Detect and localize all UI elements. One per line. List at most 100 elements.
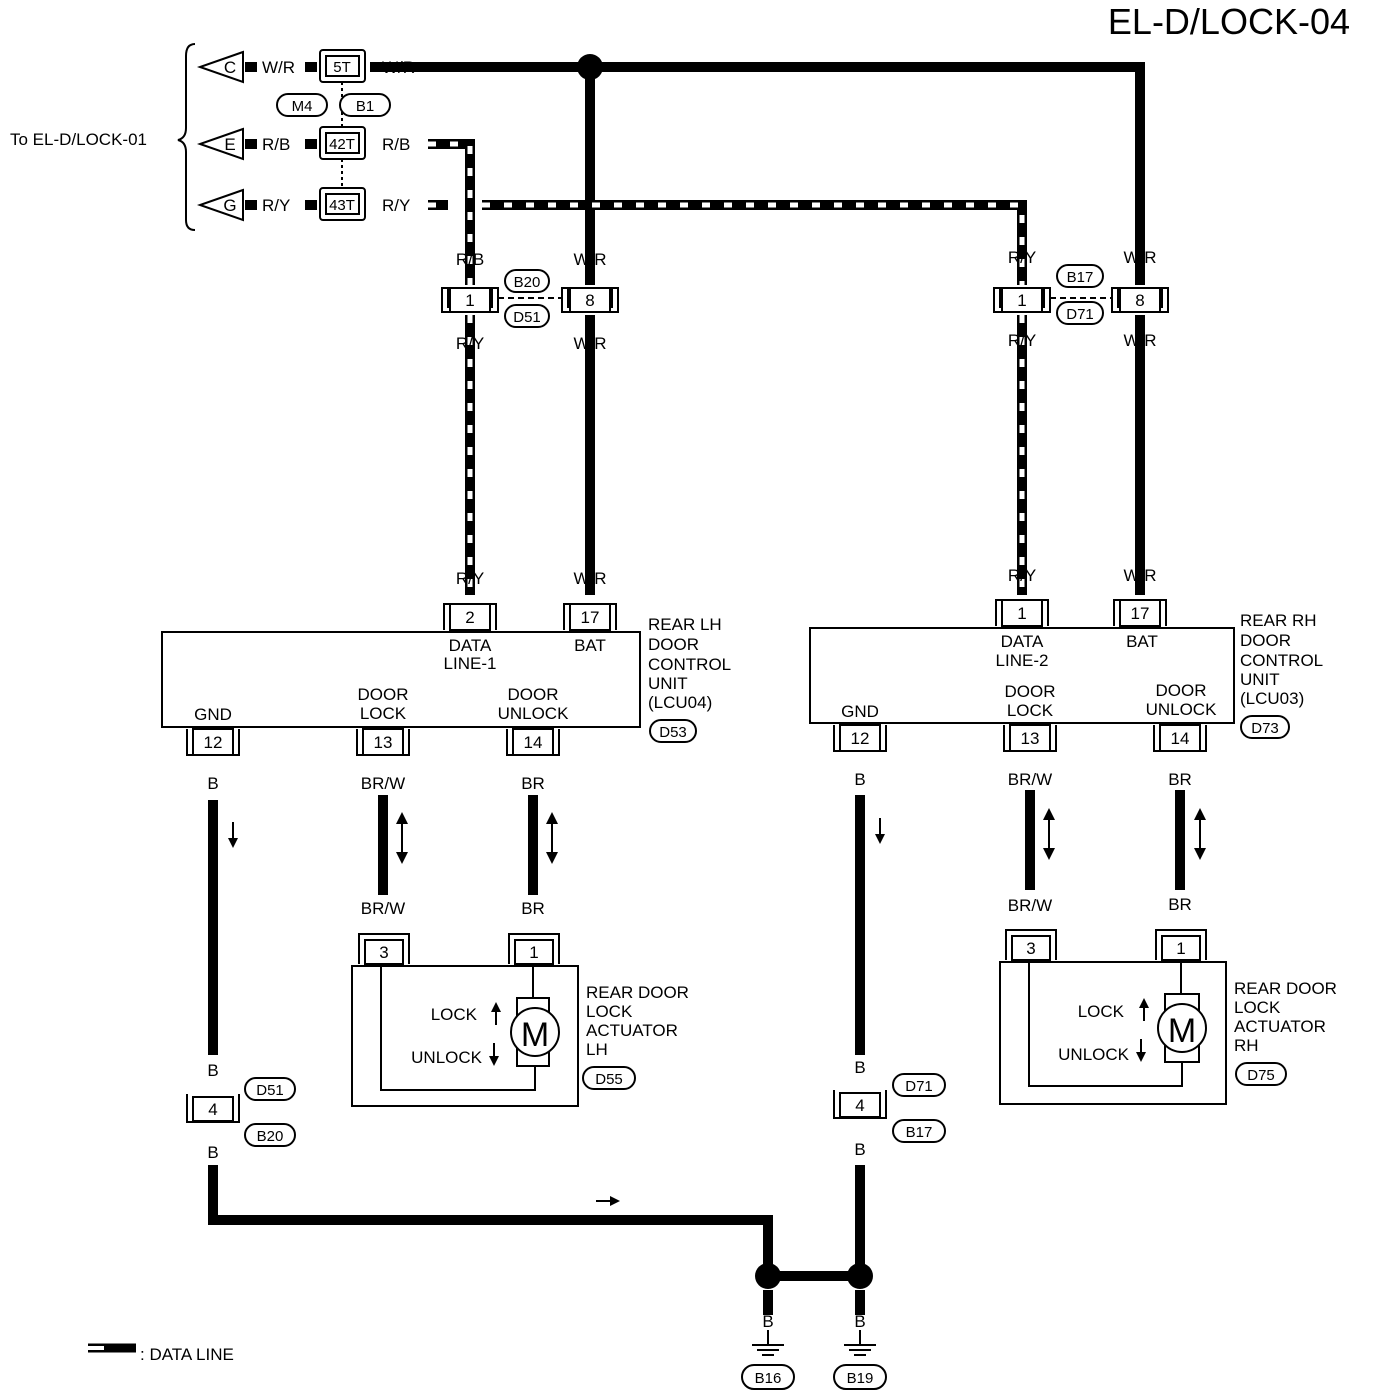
svg-text:B: B (207, 1143, 218, 1162)
svg-text:C: C (224, 58, 236, 77)
rh-wire-b-bot: W/R (1123, 331, 1156, 350)
ground-b19: B B19 (833, 1312, 887, 1390)
legend-data-line: : DATA LINE (88, 1343, 234, 1364)
svg-text:13: 13 (1021, 729, 1040, 748)
svg-text:GND: GND (841, 702, 879, 721)
svg-text:14: 14 (1171, 729, 1190, 748)
svg-text:BR/W: BR/W (361, 774, 405, 793)
svg-text:REAR LH: REAR LH (648, 615, 722, 634)
svg-text:LOCK: LOCK (586, 1002, 633, 1021)
svg-text:LOCK: LOCK (1007, 701, 1054, 720)
svg-text:13: 13 (374, 733, 393, 752)
svg-text:DATA: DATA (449, 636, 492, 655)
svg-text:DOOR: DOOR (358, 685, 409, 704)
svg-text:B17: B17 (1067, 269, 1094, 286)
wire-wr-top-bus (370, 62, 1145, 285)
svg-text:UNIT: UNIT (648, 674, 688, 693)
lh-ground-connector: B 4 B D51 B20 (186, 1061, 296, 1162)
svg-text:R/B: R/B (262, 135, 290, 154)
lh-control-unit: R/Y W/R 2 17 DATA LINE-1 BAT GND DOOR LO… (161, 569, 731, 793)
svg-text:UNLOCK: UNLOCK (1146, 700, 1218, 719)
ground-b16: B B16 (741, 1312, 795, 1390)
svg-text:2: 2 (465, 608, 474, 627)
svg-text:(LCU03): (LCU03) (1240, 689, 1304, 708)
svg-text:B: B (207, 1061, 218, 1080)
bidirectional-arrow-icon (546, 812, 558, 864)
lh-wire-a-top: R/B (456, 250, 484, 269)
lh-wire-a-bot: R/Y (456, 334, 484, 353)
svg-text:14: 14 (524, 733, 543, 752)
svg-text:B17: B17 (906, 1124, 933, 1141)
svg-text:REAR RH: REAR RH (1240, 611, 1317, 630)
svg-text:42T: 42T (329, 136, 355, 153)
splice-ground-rh (847, 1263, 873, 1289)
svg-text:UNLOCK: UNLOCK (498, 704, 570, 723)
svg-text:1: 1 (1017, 291, 1026, 310)
svg-text:R/Y: R/Y (1008, 566, 1036, 585)
svg-text:D51: D51 (513, 309, 541, 326)
svg-text:BR: BR (1168, 895, 1192, 914)
rh-wire-a-bot: R/Y (1008, 331, 1036, 350)
svg-text:BR/W: BR/W (1008, 770, 1052, 789)
svg-text:BR: BR (1168, 770, 1192, 789)
svg-text:UNLOCK: UNLOCK (1058, 1045, 1130, 1064)
svg-text:REAR DOOR: REAR DOOR (1234, 979, 1337, 998)
svg-text:G: G (223, 196, 236, 215)
svg-text:DOOR: DOOR (1005, 682, 1056, 701)
svg-text:8: 8 (585, 291, 594, 310)
connector-g: G R/Y 43T R/Y (196, 187, 410, 222)
bidirectional-arrow-icon (1194, 808, 1206, 860)
svg-text:W/R: W/R (573, 569, 606, 588)
motor-icon: M (1168, 1012, 1196, 1050)
svg-text:B19: B19 (847, 1370, 874, 1387)
svg-text:8: 8 (1135, 291, 1144, 310)
svg-text:5T: 5T (333, 59, 351, 76)
svg-text:LOCK: LOCK (1234, 998, 1281, 1017)
svg-text:W/R: W/R (382, 58, 415, 77)
rh-wire-a-top: R/Y (1008, 248, 1036, 267)
ground-symbol-b19 (844, 1330, 876, 1356)
svg-text:DOOR: DOOR (648, 635, 699, 654)
svg-text:D71: D71 (905, 1078, 933, 1095)
svg-text:B: B (854, 1312, 865, 1331)
svg-text:BR: BR (521, 774, 545, 793)
svg-text:B1: B1 (356, 98, 374, 115)
data-line-ry (482, 200, 1027, 285)
svg-text:LINE-2: LINE-2 (996, 651, 1049, 670)
svg-text:LINE-1: LINE-1 (444, 654, 497, 673)
rh-wire-b-top: W/R (1123, 248, 1156, 267)
svg-text:1: 1 (1176, 939, 1185, 958)
svg-text:12: 12 (204, 733, 223, 752)
lh-door-lock-actuator: BR/W BR 3 1 M LOCK UNLOCK REAR DOOR LOCK… (351, 899, 689, 1107)
arrow-right-icon (596, 1196, 620, 1206)
rh-inline-connector: 1 8 B17 D71 (993, 264, 1169, 325)
source-reference: To EL-D/LOCK-01 (10, 130, 147, 149)
svg-text:CONTROL: CONTROL (648, 655, 731, 674)
rh-door-lock-actuator: BR/W BR 3 1 M LOCK UNLOCK REAR DOOR LOCK… (999, 895, 1337, 1105)
svg-text:43T: 43T (329, 197, 355, 214)
svg-text:1: 1 (465, 291, 474, 310)
svg-text:BR: BR (521, 899, 545, 918)
svg-text:LOCK: LOCK (360, 704, 407, 723)
lh-inline-connector: 1 8 B20 D51 (441, 269, 619, 328)
svg-text:R/Y: R/Y (456, 569, 484, 588)
svg-text:D73: D73 (1251, 720, 1279, 737)
svg-text:B20: B20 (514, 274, 541, 291)
arrow-down-icon (228, 822, 238, 848)
lh-wire-b-bot: W/R (573, 334, 606, 353)
svg-text:REAR DOOR: REAR DOOR (586, 983, 689, 1002)
connector-e: E R/B 42T R/B (196, 126, 410, 161)
svg-text:4: 4 (208, 1100, 217, 1119)
splice-ground-lh (755, 1263, 781, 1289)
svg-text:GND: GND (194, 705, 232, 724)
rh-ground-connector: B 4 B D71 B17 (833, 1058, 946, 1159)
rh-control-unit: R/Y W/R 1 17 DATA LINE-2 BAT GND DOOR LO… (809, 566, 1323, 789)
svg-text:(LCU04): (LCU04) (648, 693, 712, 712)
svg-text:DATA: DATA (1001, 632, 1044, 651)
svg-text:1: 1 (1017, 604, 1026, 623)
svg-text:RH: RH (1234, 1036, 1259, 1055)
svg-text:4: 4 (855, 1096, 864, 1115)
bidirectional-arrow-icon (1043, 808, 1055, 860)
svg-text:UNIT: UNIT (1240, 670, 1280, 689)
